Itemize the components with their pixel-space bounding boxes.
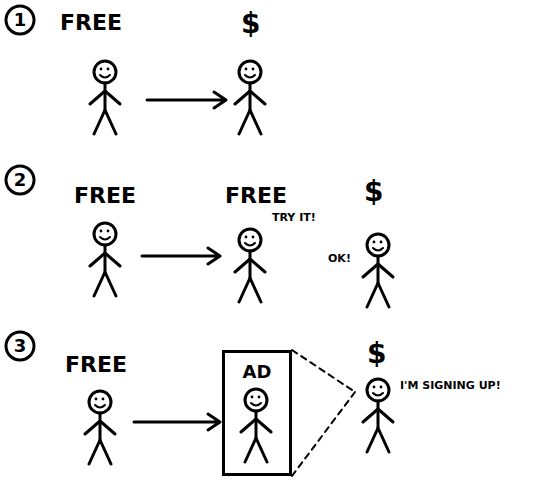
- callout-number: 3: [5, 336, 35, 356]
- arrow-connector: [147, 92, 226, 108]
- number-circle: [6, 332, 34, 360]
- stick-figure: [235, 229, 265, 302]
- dashed-connector: [292, 350, 355, 476]
- figure-label: $: [367, 340, 386, 368]
- person-figure: $ OK!: [328, 176, 396, 310]
- figure-label: AD: [225, 363, 289, 381]
- number-circle: [6, 6, 34, 34]
- figure-label: $: [241, 10, 260, 38]
- stick-figure: [363, 234, 393, 307]
- speech-text: I'M SIGNING UP!: [400, 380, 501, 391]
- arrow-connector: [134, 414, 220, 430]
- figure-label: $: [364, 178, 383, 206]
- stick-figure: [241, 389, 271, 462]
- stick-figure: [90, 61, 120, 134]
- person-figure: $ I'M SIGNING UP!: [355, 340, 535, 460]
- figure-label: FREE: [225, 185, 287, 207]
- callout-number: 1: [5, 10, 35, 30]
- speech-text: OK!: [328, 253, 351, 264]
- person-figure: $: [228, 8, 278, 143]
- stick-figure: [363, 379, 393, 452]
- person-figure: FREE: [70, 183, 140, 305]
- arrow-connector: [142, 248, 220, 264]
- figure-label: FREE: [65, 354, 127, 376]
- person-figure: FREE: [62, 350, 132, 468]
- stick-figure: [85, 391, 115, 464]
- stick-figure: [235, 61, 265, 134]
- stick-figure: [90, 223, 120, 296]
- number-circle: [6, 166, 34, 194]
- person-figure: FREE TRY IT!: [222, 183, 334, 305]
- figure-label: FREE: [60, 12, 122, 34]
- ad-box: AD: [222, 350, 292, 476]
- figure-label: FREE: [74, 185, 136, 207]
- speech-text: TRY IT!: [272, 212, 316, 223]
- callout-number: 2: [5, 170, 35, 190]
- person-figure: FREE: [60, 8, 145, 143]
